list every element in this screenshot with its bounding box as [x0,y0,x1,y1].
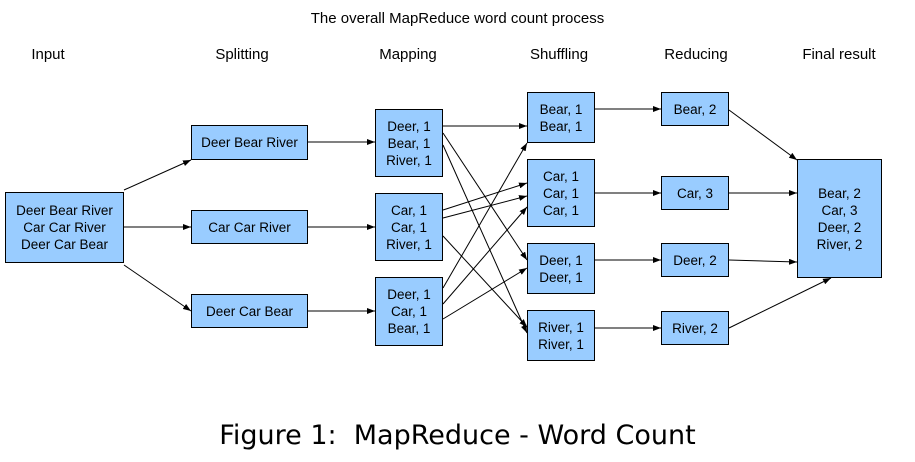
split-text: Deer Bear River [201,135,298,150]
arrow-reduce-final-bear [728,109,798,161]
final-pair: Car, 3 [821,202,858,218]
shuffle-box: Deer, 1 Deer, 1 [527,243,595,294]
map-pair: Bear, 1 [387,135,431,151]
arrow-input-split-1 [123,159,192,191]
arrow-reduce-final-river [728,277,832,329]
shuffle-pair: River, 1 [538,319,584,335]
shuffle-pair: Deer, 1 [539,252,583,268]
stage-label-input: Input [31,46,65,63]
stage-label-splitting: Splitting [215,46,269,63]
arrow-map2-car-a [442,182,528,211]
shuffle-box: River, 1 River, 1 [527,310,595,361]
split-box: Deer Car Bear [191,294,308,328]
map-pair: Deer, 1 [387,287,431,302]
reduce-box: Deer, 2 [661,243,729,277]
arrow-map2-river [442,235,528,328]
map-pair: Car, 1 [390,304,428,319]
arrow-input-split-3 [123,264,192,312]
shuffle-pair: Bear, 1 [539,101,583,117]
stage-label-reducing: Reducing [664,46,728,63]
map-pair: Deer, 1 [387,118,431,134]
shuffle-pair: Deer, 1 [539,269,583,285]
reduce-pair: River, 2 [672,320,718,336]
shuffle-pair: Car, 1 [542,168,580,184]
shuffle-pair: River, 1 [538,336,584,352]
arrow-reduce-final-deer [728,258,798,265]
map-box: Car, 1 Car, 1 River, 1 [375,193,443,261]
stage-label-final-result: Final result [802,46,876,63]
reduce-box: River, 2 [661,311,729,345]
shuffle-pair: Car, 1 [542,202,580,218]
final-pair: River, 2 [816,236,863,252]
input-line: Deer Bear River [16,203,113,218]
figure-caption: Figure 1: MapReduce - Word Count [219,420,696,451]
reduce-box: Car, 3 [661,176,729,210]
diagram-title: The overall MapReduce word count process [310,10,605,27]
stage-label-mapping: Mapping [379,46,437,63]
map-box: Deer, 1 Car, 1 Bear, 1 [375,277,443,346]
shuffle-box: Car, 1 Car, 1 Car, 1 [527,159,595,227]
split-box: Car Car River [191,210,308,244]
shuffle-pair: Bear, 1 [539,118,583,134]
reduce-pair: Deer, 2 [673,252,717,268]
arrow-map3-car [442,206,528,305]
shuffle-box: Bear, 1 Bear, 1 [527,92,595,143]
map-pair: River, 1 [386,152,432,168]
map-pair: River, 1 [386,236,432,252]
split-text: Deer Car Bear [205,303,294,319]
map-pair: Car, 1 [390,219,428,235]
arrow-map3-deer [442,267,528,320]
final-result-box: Bear, 2 Car, 3 Deer, 2 River, 2 [797,159,882,278]
arrow-map3-bear [442,142,528,289]
input-line: Car Car River [23,220,106,235]
arrow-map2-car-b [442,195,528,219]
input-box: Deer Bear River Car Car River Deer Car B… [5,192,124,263]
map-pair: Car, 1 [390,202,428,218]
reduce-box: Bear, 2 [661,92,729,126]
map-box: Deer, 1 Bear, 1 River, 1 [375,109,443,177]
reduce-pair: Bear, 2 [673,101,717,117]
final-pair: Deer, 2 [817,219,862,235]
stage-label-shuffling: Shuffling [529,46,589,63]
arrow-map1-river [442,144,528,334]
shuffle-pair: Car, 1 [542,185,580,201]
split-text: Car Car River [208,219,291,235]
input-line: Deer Car Bear [20,237,109,252]
map-pair: Bear, 1 [387,321,431,336]
split-box: Deer Bear River [191,125,308,160]
reduce-pair: Car, 3 [676,185,714,201]
final-pair: Bear, 2 [818,185,861,201]
